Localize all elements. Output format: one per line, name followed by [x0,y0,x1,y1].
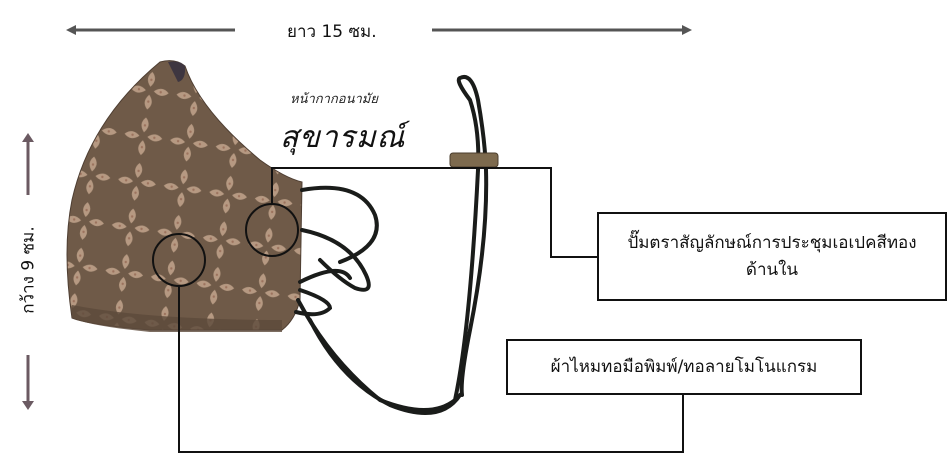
width-label: กว้าง 9 ซม. [18,226,39,314]
arrow-up-icon [22,133,34,142]
length-label: ยาว 15 ซม. [287,22,377,42]
fabric-callout-text: ผ้าไหมทอมือพิมพ์/ทอลายโมโนแกรม [550,356,818,377]
brand-subtitle: หน้ากากอนามัย [290,92,378,107]
ear-loops [294,75,489,415]
width-arrow [22,133,34,410]
length-arrow [66,25,692,35]
arrow-left-icon [66,25,76,35]
cord-lock-icon [449,152,499,168]
emblem-callout-line2: ด้านใน [745,259,799,280]
arrow-down-icon [22,401,34,410]
fabric-callout: ผ้าไหมทอมือพิมพ์/ทอลายโมโนแกรม [506,339,862,395]
mask-image [66,60,303,332]
emblem-leader-line [271,167,598,258]
fabric-leader-line [178,286,684,453]
brand-name: สุขารมณ์ [280,120,406,155]
emblem-callout-line1: ปั๊มตราสัญลักษณ์การประชุมเอเปคสีทอง [627,233,917,254]
emblem-callout: ปั๊มตราสัญลักษณ์การประชุมเอเปคสีทอง ด้าน… [597,212,947,301]
arrow-right-icon [682,25,692,35]
